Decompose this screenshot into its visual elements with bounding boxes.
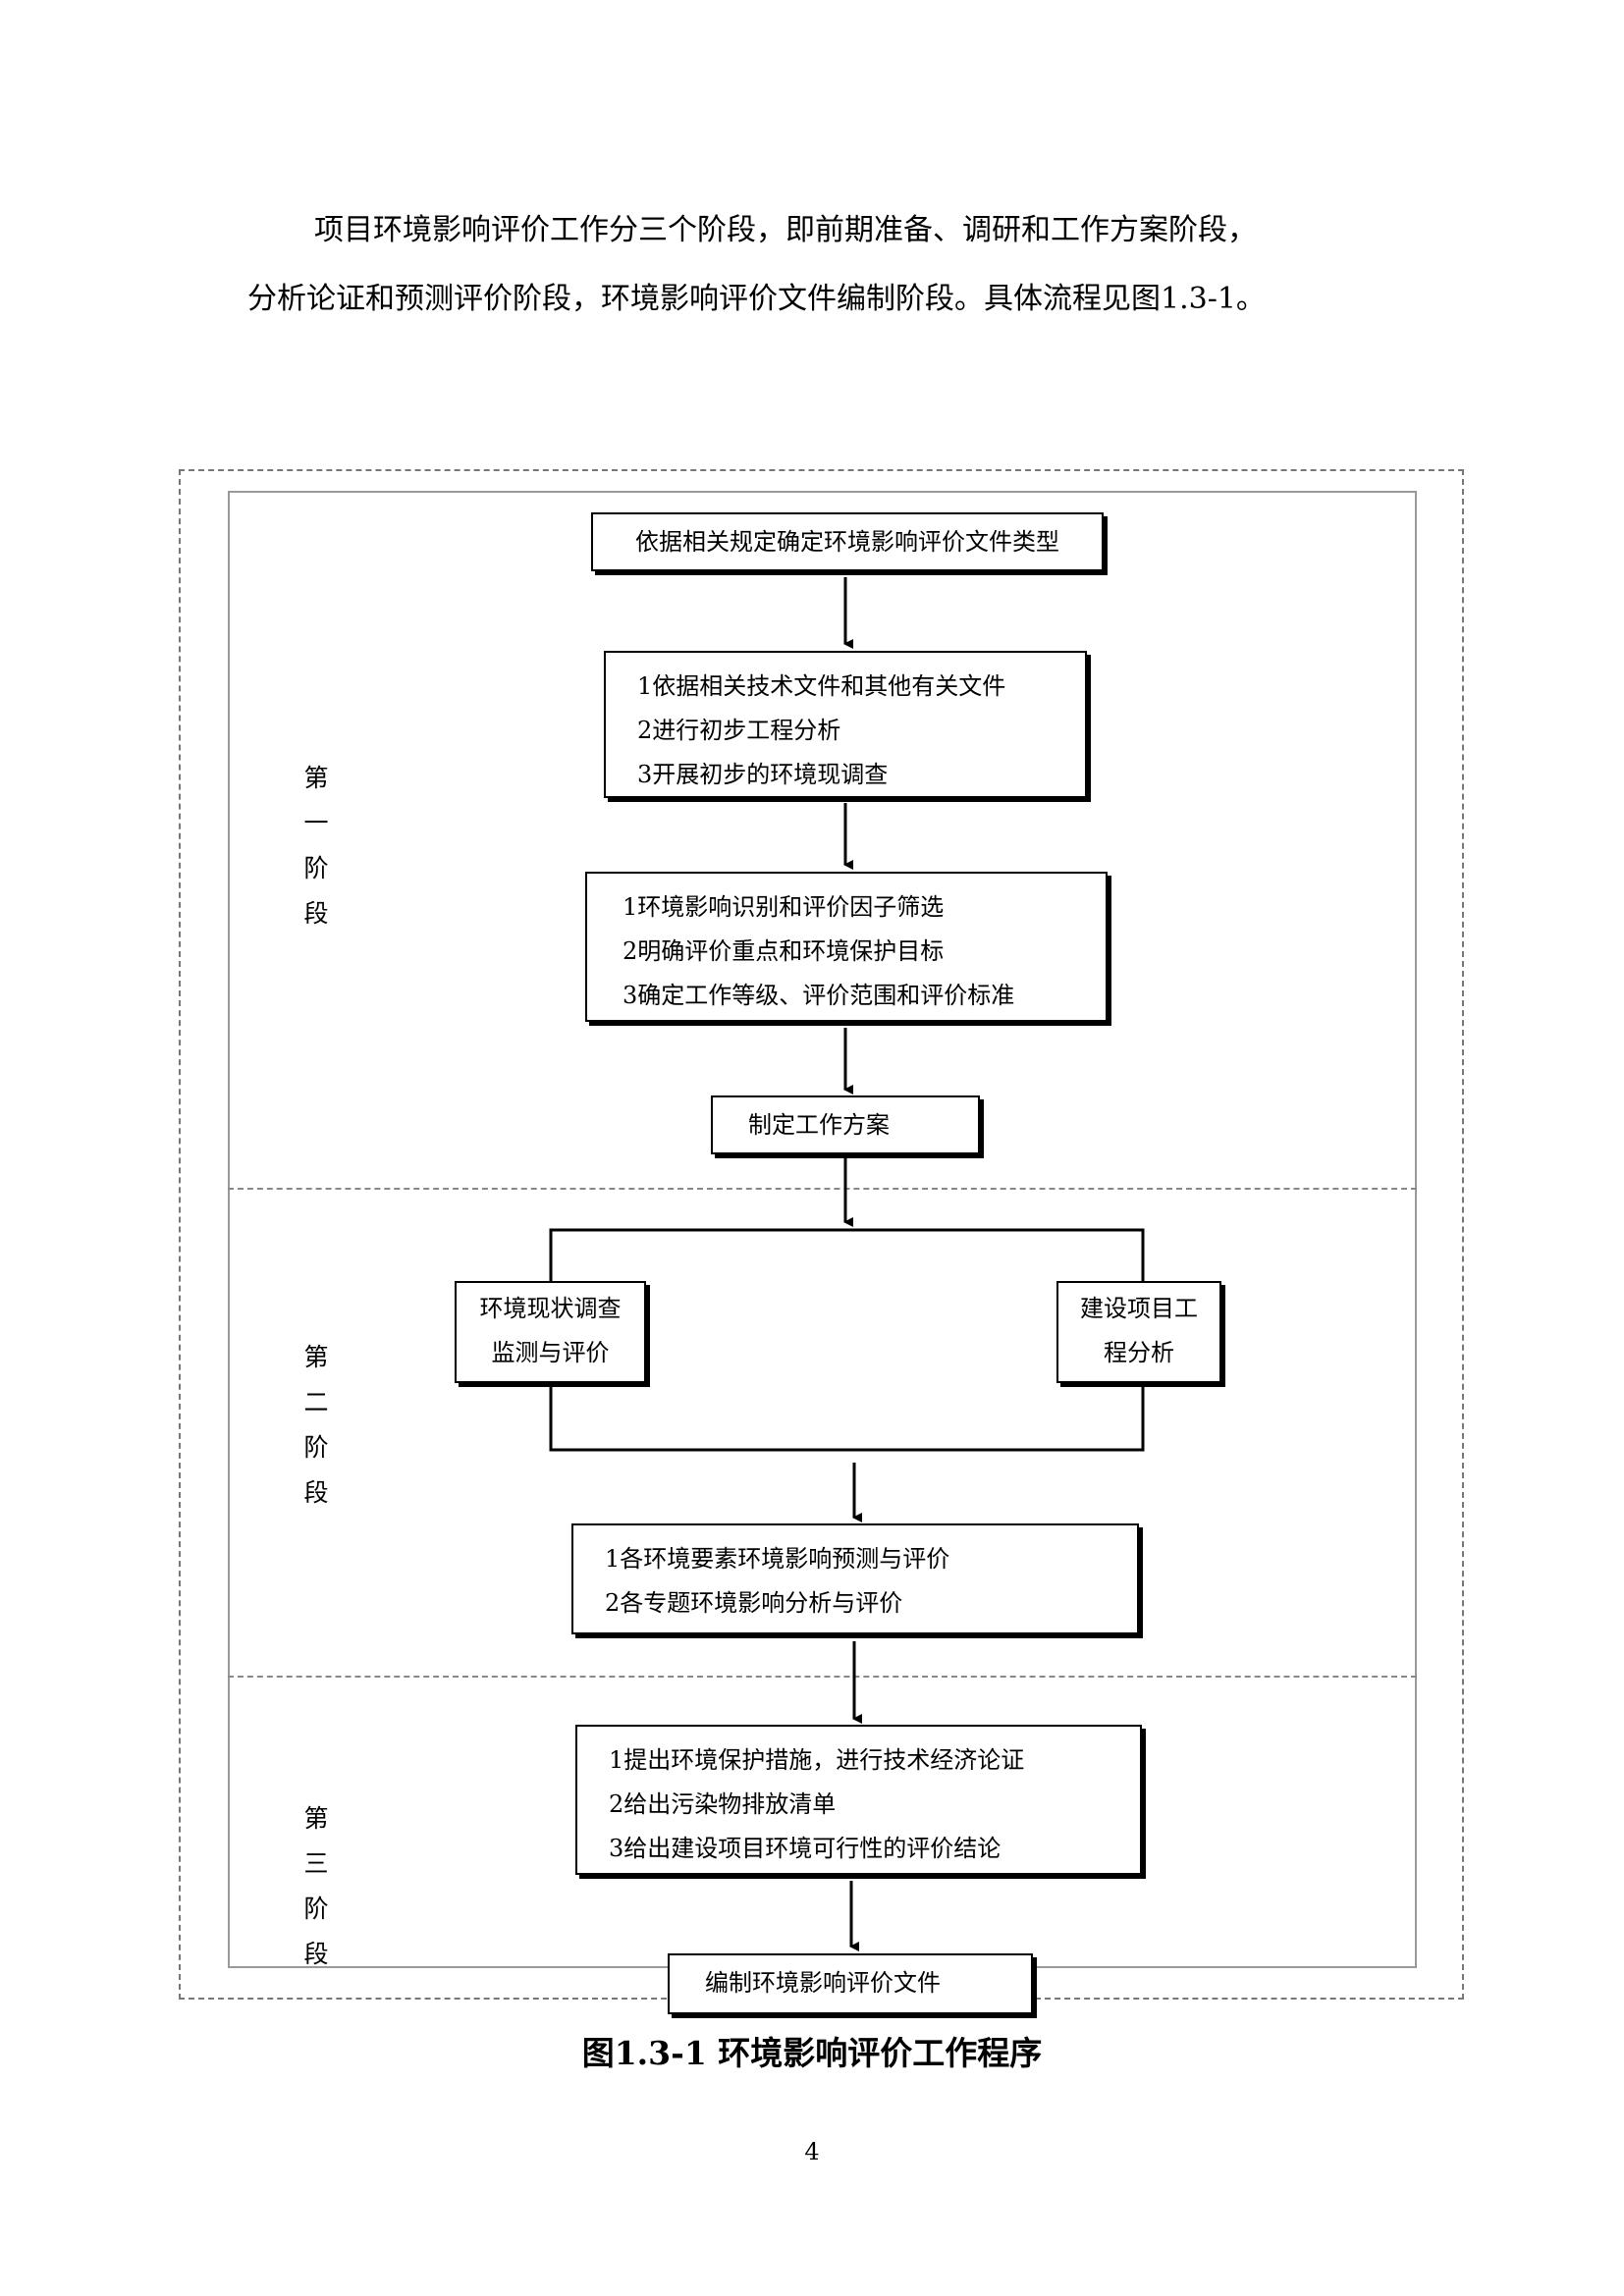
stage-divider-1 — [228, 1188, 1417, 1190]
step-impact-prediction: 1各环境要素环境影响预测与评价 2各专题环境影响分析与评价 — [571, 1523, 1139, 1634]
step-project-analysis: 建设项目工 程分析 — [1056, 1281, 1221, 1383]
step-environment-survey: 环境现状调查 监测与评价 — [455, 1281, 646, 1383]
step-initial-analysis: 1依据相关技术文件和其他有关文件 2进行初步工程分析 3开展初步的环境现调查 — [604, 651, 1087, 798]
branch-bottom-line — [549, 1383, 1145, 1452]
step-identify-factors: 1环境影响识别和评价因子筛选 2明确评价重点和环境保护目标 3确定工作等级、评价… — [585, 872, 1108, 1022]
stage-label-2: 第二阶段 — [303, 1343, 329, 1507]
stage-divider-2 — [228, 1676, 1417, 1678]
step-compile-document: 编制环境影响评价文件 — [668, 1953, 1033, 2014]
stage-label-3: 第三阶段 — [303, 1804, 329, 1968]
step-work-plan: 制定工作方案 — [711, 1095, 980, 1154]
intro-paragraph-line-1: 项目环境影响评价工作分三个阶段，即前期准备、调研和工作方案阶段， — [314, 213, 1257, 247]
step-determine-document-type: 依据相关规定确定环境影响评价文件类型 — [591, 512, 1104, 571]
figure-caption: 图1.3-1 环境影响评价工作程序 — [581, 2034, 1043, 2072]
page-number: 4 — [804, 2138, 820, 2165]
step-protection-measures: 1提出环境保护措施，进行技术经济论证 2给出污染物排放清单 3给出建设项目环境可… — [575, 1725, 1142, 1875]
intro-paragraph-line-2: 分析论证和预测评价阶段，环境影响评价文件编制阶段。具体流程见图1.3-1。 — [247, 282, 1266, 316]
stage-label-1: 第一阶段 — [303, 764, 329, 928]
branch-top-line — [549, 1228, 1145, 1281]
